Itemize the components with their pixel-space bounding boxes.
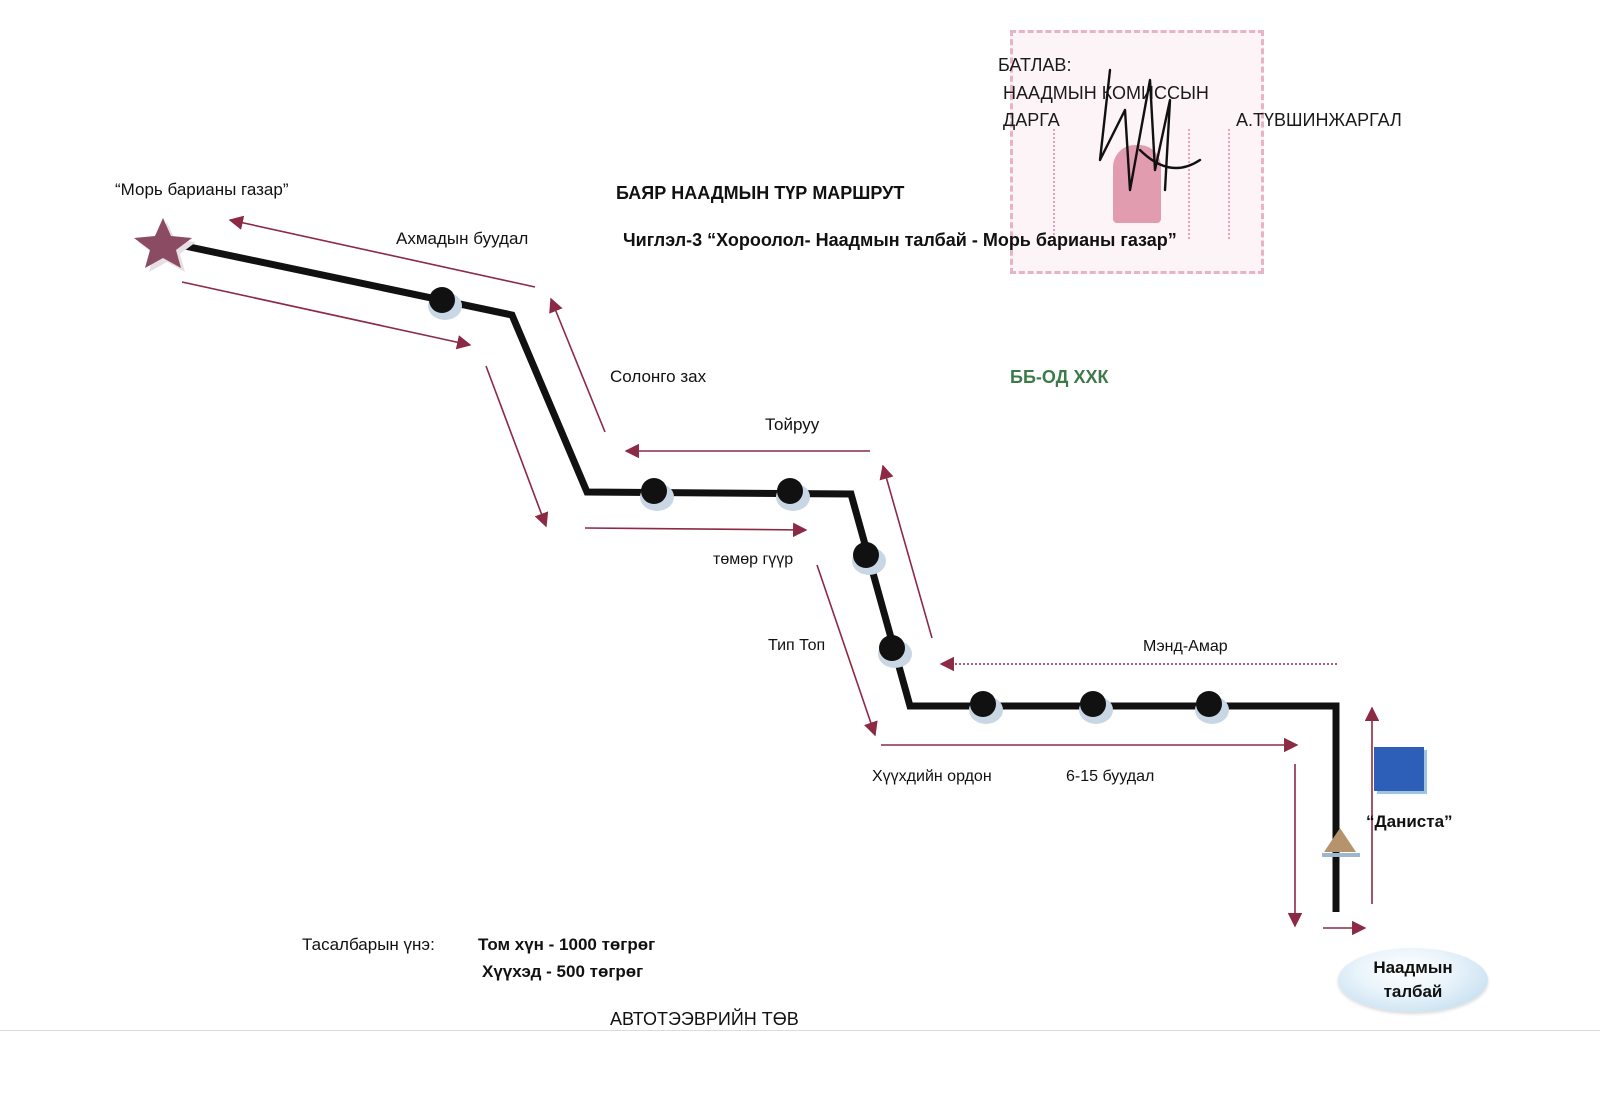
bus-stop-dot-icon [1195,691,1229,724]
end-place-label: Наадмын талбай [1373,958,1453,1001]
arrow-return-4 [879,464,933,639]
start-place-label: “Морь барианы газар” [115,180,289,199]
landmark-label: “Даниста” [1366,812,1453,831]
stop-label: төмөр гүүр [713,551,794,568]
company-name: ББ-ОД ХХК [1010,367,1109,387]
signature [1098,68,1202,192]
arrow-return-2 [549,297,606,433]
arrow-out-4 [816,564,878,737]
bus-stop-dot-icon [969,691,1003,724]
triangle-marker-icon [1322,828,1360,857]
stamp-script-far-right [1228,129,1250,239]
page-title: БАЯР НААДМЫН ТҮР МАРШРУТ [616,183,905,203]
arrow-out-1 [181,281,472,350]
building-square-icon [1374,747,1424,791]
bus-stop-dot-icon [776,478,810,511]
star-icon [134,218,196,272]
bus-stop-dot-icon [878,635,912,668]
fare-adult: Том хүн - 1000 төгрөг [478,935,656,954]
end-place-oval: Наадмын талбай [1338,948,1488,1012]
approval-line-1: БАТЛАВ: [998,55,1072,75]
stop-markers [428,287,1229,724]
approval-name: А.ТҮВШИНЖАРГАЛ [1236,110,1402,130]
bus-stop-dot-icon [428,287,462,320]
stamp-script-right [1188,129,1210,239]
route-subtitle: Чиглэл-3 “Хороолол- Наадмын талбай - Мор… [623,230,1177,250]
stop-label: Хүүхдийн ордон [872,768,992,785]
route-line [179,241,1340,912]
arrow-out-3 [584,522,808,538]
stop-label: Солонго зах [610,367,707,386]
approval-line-3: ДАРГА [1003,110,1060,130]
bus-stop-dot-icon [1079,691,1113,724]
bus-stop-dot-icon [852,542,886,575]
fare-label: Тасалбарын үнэ: [302,935,435,954]
approval-line-2: НААДМЫН КОМИССЫН [1003,83,1209,103]
footer-org: АВТОТЭЭВРИЙН ТӨВ [610,1009,799,1029]
stop-label: 6-15 буудал [1066,768,1155,785]
page-edge [0,1030,1600,1031]
bus-stop-dot-icon [640,478,674,511]
stamp-script-left [1053,129,1075,239]
direction-arrows [181,215,1380,936]
stop-label: Ахмадын буудал [396,229,529,248]
fare-child: Хүүхэд - 500 төгрөг [482,962,644,981]
stop-label: Тип Топ [768,637,826,654]
arrow-return-1 [228,215,536,288]
stop-label: Тойруу [765,415,820,434]
arrow-out-2 [485,365,549,528]
stop-label: Мэнд-Амар [1143,638,1228,655]
